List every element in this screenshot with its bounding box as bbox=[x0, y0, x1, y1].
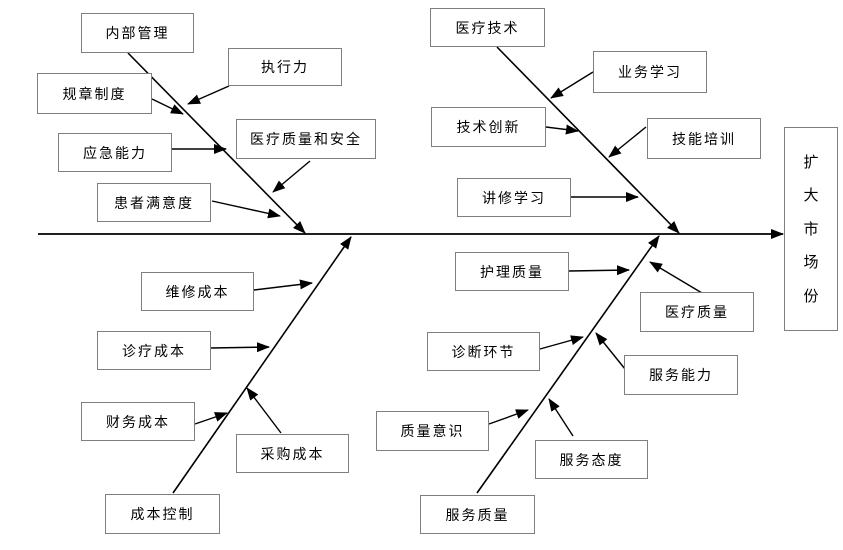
node-medical-quality: 医疗质量 bbox=[640, 292, 754, 332]
arrow-from-business-learning bbox=[550, 71, 594, 99]
bone-bottom-left-line bbox=[172, 236, 352, 494]
arrow-from-nursing-quality bbox=[568, 265, 630, 276]
node-quality-awareness: 质量意识 bbox=[376, 411, 489, 451]
arrow-from-procurement-cost bbox=[246, 387, 282, 434]
node-label: 应急能力 bbox=[83, 145, 147, 162]
effect-label-char: 市 bbox=[803, 219, 819, 238]
node-label: 服务能力 bbox=[649, 368, 713, 384]
effect-label-char: 场 bbox=[803, 253, 819, 271]
node-execution: 执行力 bbox=[228, 48, 342, 86]
node-maintenance-cost: 维修成本 bbox=[141, 272, 254, 311]
node-diagnosis-process: 诊断环节 bbox=[427, 332, 540, 371]
node-medical-technology: 医疗技术 bbox=[430, 8, 545, 47]
node-label: 质量意识 bbox=[400, 424, 465, 440]
effect-label-char: 扩 bbox=[803, 152, 819, 171]
node-label: 内部管理 bbox=[105, 26, 170, 42]
node-procurement-cost: 采购成本 bbox=[236, 434, 349, 473]
node-patient-satisfaction: 患者满意度 bbox=[97, 183, 211, 222]
node-label: 技能培训 bbox=[672, 131, 736, 148]
node-label: 患者满意度 bbox=[114, 195, 194, 212]
arrow-from-medical-quality bbox=[649, 261, 703, 294]
arrow-from-rules-regulations bbox=[151, 98, 184, 115]
node-service-quality: 服务质量 bbox=[420, 495, 535, 534]
node-rules-regulations: 规章制度 bbox=[37, 73, 152, 114]
node-label: 诊断环节 bbox=[451, 344, 516, 361]
arrow-from-maintenance-cost bbox=[253, 279, 313, 291]
effect-label-char: 份 bbox=[803, 286, 819, 305]
node-label: 诊疗成本 bbox=[122, 343, 186, 360]
node-technical-innovation: 技术创新 bbox=[431, 107, 546, 147]
node-emergency-capability: 应急能力 bbox=[58, 133, 172, 172]
node-label: 业务学习 bbox=[618, 65, 682, 81]
arrow-from-technical-innovation bbox=[545, 124, 579, 135]
node-label: 护理质量 bbox=[480, 264, 544, 281]
node-cost-control: 成本控制 bbox=[105, 494, 220, 534]
node-label: 讲修学习 bbox=[482, 190, 546, 207]
node-service-capability: 服务能力 bbox=[624, 355, 738, 395]
arrow-from-treatment-cost bbox=[210, 342, 270, 353]
node-nursing-quality: 护理质量 bbox=[455, 252, 569, 291]
node-label: 规章制度 bbox=[62, 86, 127, 103]
bone-top-right-line bbox=[496, 46, 680, 234]
node-expand-market-share: 扩大市场份 bbox=[784, 127, 838, 331]
arrow-from-service-capability bbox=[595, 332, 626, 370]
node-label: 维修成本 bbox=[165, 284, 230, 301]
arrow-from-service-attitude bbox=[548, 398, 574, 437]
arrow-from-financial-cost bbox=[194, 412, 228, 425]
node-label: 服务质量 bbox=[445, 507, 510, 524]
arrow-from-execution bbox=[187, 85, 230, 105]
node-label: 技术创新 bbox=[456, 120, 521, 136]
node-label: 执行力 bbox=[261, 60, 309, 76]
arrow-from-quality-awareness bbox=[488, 409, 529, 425]
arrow-from-patient-satisfaction bbox=[211, 200, 281, 219]
arrow-from-diagnosis-process bbox=[539, 335, 584, 350]
node-label: 医疗质量 bbox=[665, 305, 729, 321]
node-label: 医疗技术 bbox=[455, 20, 520, 37]
node-treatment-cost: 诊疗成本 bbox=[97, 331, 211, 370]
effect-label-char: 大 bbox=[803, 186, 819, 204]
bone-top-left-line bbox=[127, 52, 306, 234]
node-label: 成本控制 bbox=[130, 507, 195, 523]
node-financial-cost: 财务成本 bbox=[81, 402, 195, 441]
node-label: 采购成本 bbox=[260, 446, 325, 463]
node-label: 财务成本 bbox=[106, 414, 170, 431]
node-skill-training: 技能培训 bbox=[647, 118, 761, 159]
arrow-from-skill-training bbox=[608, 126, 647, 158]
node-label: 医疗质量和安全 bbox=[250, 132, 362, 148]
node-label: 服务态度 bbox=[559, 452, 624, 469]
node-service-attitude: 服务态度 bbox=[535, 440, 648, 479]
node-medical-quality-safety: 医疗质量和安全 bbox=[236, 119, 376, 159]
node-internal-management: 内部管理 bbox=[81, 13, 194, 53]
bone-bottom-right-line bbox=[476, 235, 660, 494]
node-business-learning: 业务学习 bbox=[593, 51, 707, 93]
arrow-from-medical-quality-safety bbox=[272, 160, 311, 193]
node-further-study: 讲修学习 bbox=[457, 178, 571, 217]
